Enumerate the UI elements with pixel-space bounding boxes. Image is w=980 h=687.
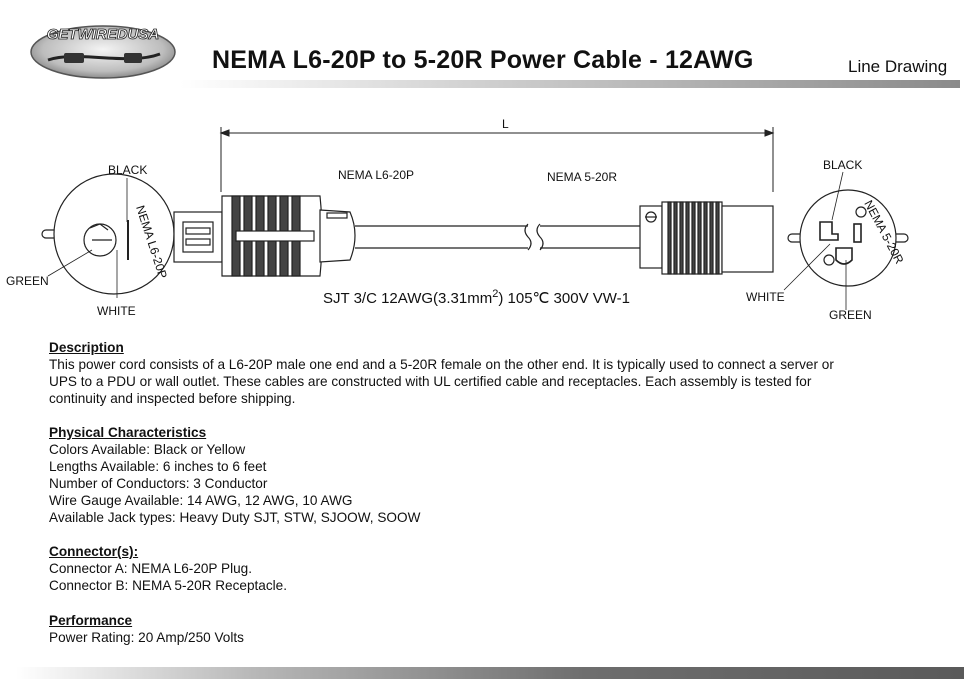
receptacle-model-label: NEMA 5-20R xyxy=(547,170,617,184)
performance-section: Performance Power Rating: 20 Amp/250 Vol… xyxy=(49,612,849,646)
cable-line-drawing: L NEMA L6-20P BLACK GREEN WHITE xyxy=(6,117,909,322)
getwiredusa-logo: GETWIREDUSA xyxy=(30,25,176,79)
receptacle-face-ring-text: NEMA 5-20R xyxy=(861,198,906,267)
list-item: Available Jack types: Heavy Duty SJT, ST… xyxy=(49,510,421,525)
connectors-section: Connector(s): Connector A: NEMA L6-20P P… xyxy=(49,543,849,594)
list-item: Colors Available: Black or Yellow xyxy=(49,442,246,457)
plug-face-ring-text: NEMA L6-20P xyxy=(133,204,170,281)
logo-text: GETWIREDUSA xyxy=(47,26,160,43)
cable-body xyxy=(355,223,640,251)
description-section: Description This power cord consists of … xyxy=(49,339,849,407)
receptacle-green-label: GREEN xyxy=(829,308,872,322)
receptacle-side-view xyxy=(639,201,774,275)
svg-text:NEMA 5-20R: NEMA 5-20R xyxy=(861,198,906,267)
list-item: Wire Gauge Available: 14 AWG, 12 AWG, 10… xyxy=(49,493,353,508)
list-item: Lengths Available: 6 inches to 6 feet xyxy=(49,459,267,474)
cable-spec: SJT 3/C 12AWG(3.31mm2) 105℃ 300V VW-1 xyxy=(323,288,630,307)
description-heading: Description xyxy=(49,340,124,355)
list-item: Connector A: NEMA L6-20P Plug. xyxy=(49,561,253,576)
plug-black-label: BLACK xyxy=(108,163,147,177)
plug-side-view xyxy=(173,195,356,277)
list-item: Connector B: NEMA 5-20R Receptacle. xyxy=(49,578,288,593)
page-title: NEMA L6-20P to 5-20R Power Cable - 12AWG xyxy=(212,46,754,74)
page-subtitle: Line Drawing xyxy=(848,57,948,76)
list-item: Power Rating: 20 Amp/250 Volts xyxy=(49,630,244,645)
header-divider xyxy=(180,80,960,88)
connectors-heading: Connector(s): xyxy=(49,544,139,559)
svg-text:NEMA L6-20P: NEMA L6-20P xyxy=(133,204,170,281)
footer-divider xyxy=(16,667,964,679)
description-text: This power cord consists of a L6-20P mal… xyxy=(49,357,834,406)
performance-heading: Performance xyxy=(49,613,133,628)
list-item: Number of Conductors: 3 Conductor xyxy=(49,476,268,491)
receptacle-face-view xyxy=(787,189,909,287)
plug-white-label: WHITE xyxy=(97,304,136,318)
physical-section: Physical Characteristics Colors Availabl… xyxy=(49,424,849,526)
plug-model-label: NEMA L6-20P xyxy=(338,168,414,182)
length-dimension xyxy=(219,127,775,192)
receptacle-black-label: BLACK xyxy=(823,158,862,172)
receptacle-white-label: WHITE xyxy=(746,290,785,304)
length-label: L xyxy=(502,117,509,131)
physical-heading: Physical Characteristics xyxy=(49,425,207,440)
plug-green-label: GREEN xyxy=(6,274,49,288)
